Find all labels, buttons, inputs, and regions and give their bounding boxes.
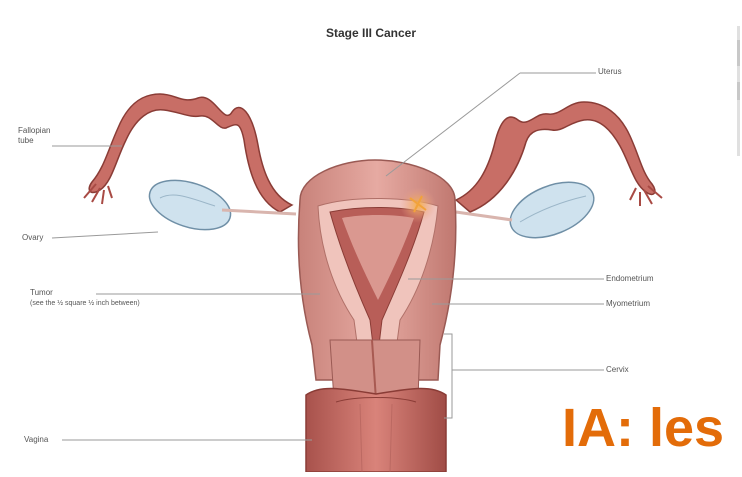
left-ovary <box>143 171 236 239</box>
label-endometrium: Endometrium <box>606 274 654 284</box>
label-cervix: Cervix <box>606 365 629 375</box>
label-tumor: Tumor <box>30 288 53 298</box>
right-ovary <box>502 171 602 248</box>
vagina <box>306 388 446 472</box>
label-ovary: Ovary <box>22 233 43 243</box>
label-myometrium: Myometrium <box>606 299 650 309</box>
side-strip-decoration <box>736 26 741 156</box>
figure-title: Stage III Cancer <box>0 26 742 40</box>
leader-ovary <box>52 232 158 238</box>
label-vagina: Vagina <box>24 435 48 445</box>
label-uterus: Uterus <box>598 67 622 77</box>
label-fallopian-tube: Fallopian tube <box>18 126 50 146</box>
label-tumor-note: (see the ½ square ½ inch between) <box>30 299 140 309</box>
overlay-heading: IA: les <box>562 398 724 458</box>
